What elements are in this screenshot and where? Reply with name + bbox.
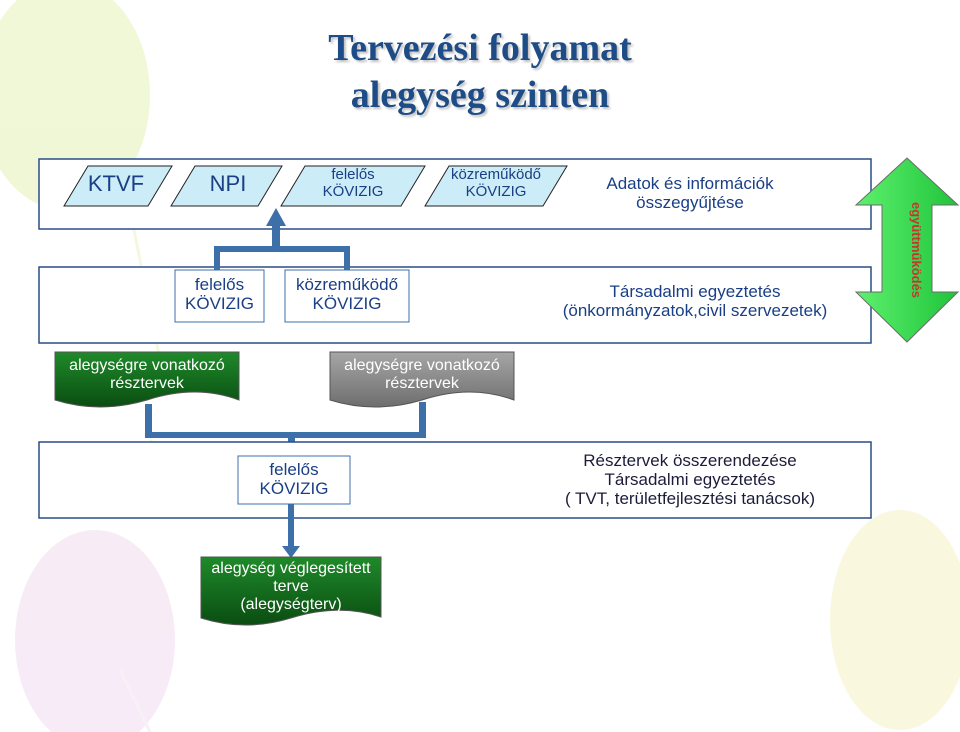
row3-description-line3: ( TVT, területfejlesztési tanácsok): [564, 489, 816, 509]
balloon-shape: [0, 0, 150, 210]
row2-description: Társadalmi egyeztetés (önkormányzatok,ci…: [540, 282, 850, 320]
ktvf-shape: [63, 165, 173, 207]
final-plan-doc: [200, 556, 382, 626]
row2-description-line1: Társadalmi egyeztetés: [609, 282, 781, 301]
kozremukodo-row2-line2: KÖVIZIG: [312, 294, 382, 314]
final-plan-label: alegység véglegesített terve (alegységte…: [201, 560, 381, 614]
final-plan-line1: alegység véglegesített: [211, 560, 371, 577]
page-title-line1: Tervezési folyamat: [328, 27, 632, 69]
kozremukodo-row1-label: közreműködő KÖVIZIG: [428, 166, 564, 201]
felelos-row2-line1: felelős: [194, 275, 245, 294]
row2-description-line2: (önkormányzatok,civil szervezetek): [562, 301, 828, 321]
final-plan-line2: terve: [273, 577, 309, 595]
row3-description-line2: Társadalmi egyeztetés: [604, 470, 776, 490]
felelos-row1-line2: KÖVIZIG: [322, 182, 384, 200]
row1-description-line2: összegyűjtése: [636, 193, 744, 213]
row1-description-line1: Adatok és információk: [606, 174, 774, 193]
partial-plan-doc-right: [329, 351, 515, 408]
row3-container: [38, 441, 872, 519]
felelos-row3-label: felelős KÖVIZIG: [238, 460, 350, 498]
row3-description-line1: Résztervek összerendezése: [583, 451, 797, 470]
felelos-row3-box: [237, 455, 351, 505]
kozremukodo-row1-line1: közreműködő: [450, 166, 542, 183]
connector-row3-final: [282, 504, 300, 558]
npi-shape: [170, 165, 283, 207]
partial-plan-right-label: alegységre vonatkozó résztervek: [330, 357, 514, 393]
partial-plan-right-line1: alegységre vonatkozó: [344, 357, 500, 374]
ktvf-label: KTVF: [87, 171, 145, 196]
balloon-shape: [15, 530, 175, 732]
balloon-string: [118, 669, 152, 732]
felelos-row3-line1: felelős: [269, 460, 319, 479]
connector-row1-row2: [214, 208, 350, 270]
balloon-shape: [830, 510, 960, 730]
partial-plan-doc-left: [54, 351, 240, 408]
felelos-row2-box: [174, 269, 265, 323]
kozremukodo-row2-line1: közreműködő: [295, 275, 399, 294]
felelos-row3-line2: KÖVIZIG: [259, 479, 329, 499]
cooperation-double-arrow: [854, 157, 960, 343]
partial-plan-right-line2: résztervek: [385, 374, 459, 392]
felelos-row2-line2: KÖVIZIG: [185, 294, 254, 314]
felelos-row1-shape: [280, 165, 426, 207]
partial-plan-left-label: alegységre vonatkozó résztervek: [55, 357, 239, 393]
kozremukodo-row1-line2: KÖVIZIG: [465, 182, 527, 200]
kozremukodo-row2-box: [284, 269, 410, 323]
npi-label: NPI: [209, 171, 247, 196]
partial-plan-left-line2: résztervek: [110, 374, 184, 392]
felelos-row1-label: felelős KÖVIZIG: [284, 166, 422, 201]
partial-plan-left-line1: alegységre vonatkozó: [69, 357, 225, 374]
row1-description: Adatok és információk összegyűjtése: [560, 174, 820, 212]
kozremukodo-row2-label: közreműködő KÖVIZIG: [285, 275, 409, 313]
final-plan-line3: (alegységterv): [240, 595, 342, 613]
kozremukodo-row1-shape: [424, 165, 568, 207]
felelos-row2-label: felelős KÖVIZIG: [175, 275, 264, 313]
row3-description: Résztervek összerendezése Társadalmi egy…: [520, 451, 860, 508]
cooperation-label: együttműködés: [909, 202, 924, 298]
page-title-line2: alegység szinten: [350, 74, 610, 116]
felelos-row1-line1: felelős: [331, 166, 375, 183]
